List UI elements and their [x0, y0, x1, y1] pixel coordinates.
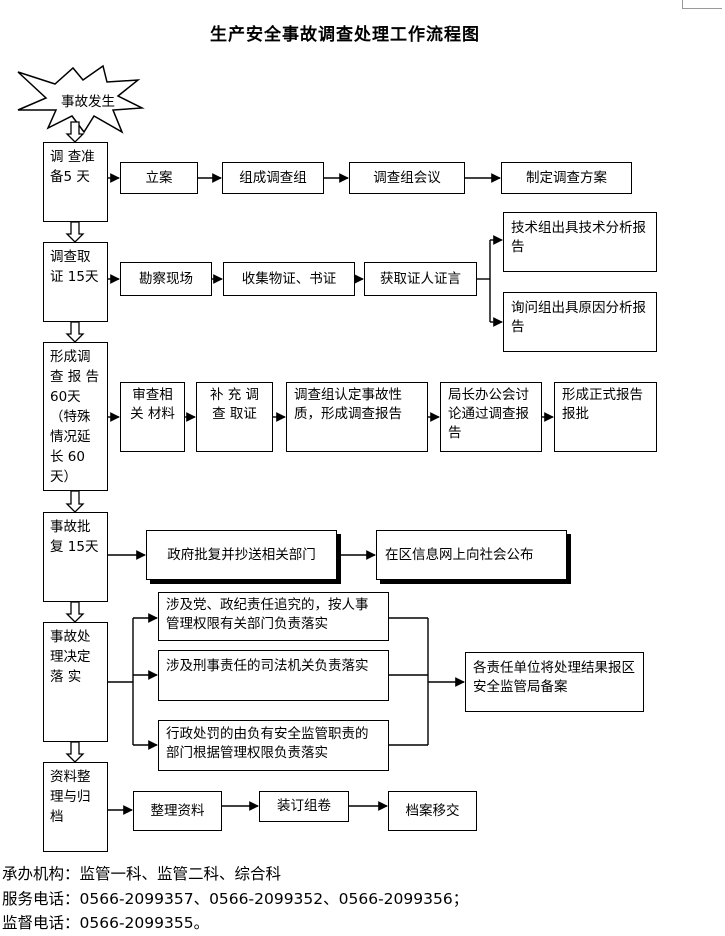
stage-approval: 事故批复 15天	[43, 512, 108, 602]
step-director-meeting: 局长办公会讨论通过调查报告	[440, 382, 542, 452]
step-make-plan: 制定调查方案	[501, 162, 632, 194]
step-organize-materials: 整理资料	[133, 791, 222, 831]
step-file-with-bureau: 各责任单位将处理结果报区安全监管局备案	[465, 652, 644, 712]
stage-implement: 事故处理决定落 实	[43, 622, 108, 742]
step-witness-testimony: 获取证人证言	[364, 262, 477, 296]
stage-evidence: 调查取证 15天	[43, 242, 108, 322]
stage-archive: 资料整理与归档	[43, 762, 108, 852]
footer-service-phone: 服务电话：0566-2099357、0566-2099352、0566-2099…	[2, 890, 469, 908]
footer-organization: 承办机构：监管一科、监管二科、综合科	[2, 865, 282, 883]
flow-arrows	[108, 173, 554, 815]
step-survey-site: 勘察现场	[120, 262, 212, 296]
page-corner-mark-h	[682, 8, 722, 9]
step-technical-report: 技术组出具技术分析报告	[503, 212, 657, 272]
step-file-case: 立案	[120, 162, 198, 194]
step-criminal-liability: 涉及刑事责任的司法机关负责落实	[158, 650, 389, 701]
step-administrative-penalty: 行政处罚的由负有安全监管职责的部门根据管理权限负责落实	[158, 720, 389, 771]
step-collect-evidence: 收集物证、书证	[223, 262, 355, 296]
step-team-meeting: 调查组会议	[349, 162, 465, 194]
stage-report: 形成调查 报 告 60天 （特殊情况延长 60天）	[43, 342, 108, 491]
page-corner-mark	[682, 0, 683, 8]
start-burst-shape	[17, 64, 145, 134]
step-party-discipline: 涉及党、政纪责任追究的，按人事管理权限有关部门负责落实	[158, 592, 389, 641]
step-government-approval: 政府批复并抄送相关部门	[146, 530, 337, 580]
chart-title: 生产安全事故调查处理工作流程图	[210, 25, 480, 45]
footer-supervision-phone: 监督电话：0566-2099355。	[2, 914, 210, 932]
step-form-team: 组成调查组	[222, 162, 324, 194]
step-review-materials: 审查相关 材料	[120, 382, 185, 452]
step-transfer-archive: 档案移交	[388, 791, 477, 831]
step-supplement-evidence: 补 充 调查 取证	[196, 382, 273, 452]
step-cause-report: 询问组出具原因分析报告	[503, 292, 657, 352]
step-determine-nature: 调查组认定事故性质，形成调查报告	[286, 382, 428, 452]
step-public-announce: 在区信息网上向社会公布	[376, 530, 567, 580]
stage-down-arrows	[65, 121, 85, 763]
stage-prepare: 调 查准 备5 天	[43, 142, 108, 222]
start-label: 事故发生	[61, 94, 115, 110]
step-bind-volumes: 装订组卷	[259, 791, 349, 822]
step-formal-report: 形成正式报告报批	[554, 382, 657, 452]
